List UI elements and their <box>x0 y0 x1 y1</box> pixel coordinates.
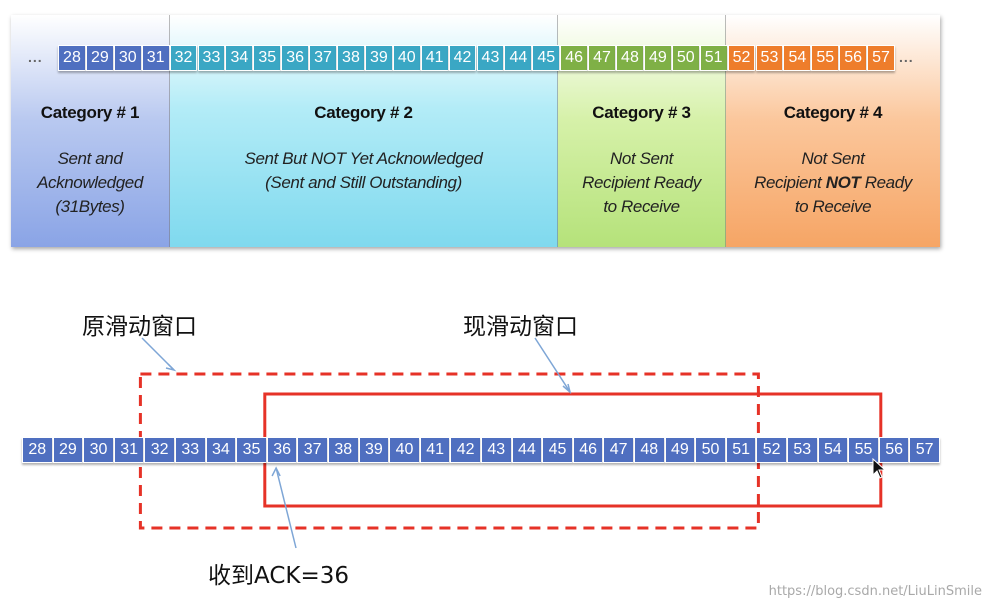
top-byte-cell: 34 <box>225 45 254 71</box>
top-byte-cell: 32 <box>169 45 198 71</box>
ack-label: 收到ACK=36 <box>208 563 350 589</box>
bottom-byte-cell: 46 <box>572 437 604 463</box>
category-3-desc-line: Not Sent <box>610 149 673 168</box>
bottom-byte-cell: 44 <box>511 437 543 463</box>
top-byte-cell: 31 <box>141 45 170 71</box>
ack-pointer <box>275 467 297 549</box>
top-byte-cell: 52 <box>727 45 756 71</box>
top-byte-cell: 43 <box>476 45 505 71</box>
category-4-desc-line: to Receive <box>794 197 872 216</box>
top-byte-cell: 46 <box>560 45 589 71</box>
bottom-byte-cell: 52 <box>756 437 787 463</box>
bottom-byte-cell: 35 <box>236 437 267 463</box>
bottom-byte-cell: 29 <box>52 437 84 463</box>
top-byte-cell: 44 <box>504 45 533 71</box>
bottom-byte-cell: 39 <box>358 437 390 463</box>
top-byte-cell: 33 <box>197 45 226 71</box>
category-1-desc-line: Acknowledged <box>37 173 143 192</box>
category-2-desc-line: Sent But NOT Yet Acknowledged <box>244 149 483 168</box>
bottom-byte-cell: 37 <box>297 437 328 463</box>
category-3-desc-line: Recipient Ready <box>582 173 701 192</box>
category-4-desc-pre: Recipient <box>754 173 826 192</box>
bottom-byte-cell: 33 <box>175 437 206 463</box>
top-byte-cell: 36 <box>281 45 310 71</box>
category-4-desc-line: Not Sent <box>801 149 865 168</box>
category-1-desc-line: Sent and <box>57 149 123 168</box>
top-byte-cell: 51 <box>699 45 728 71</box>
category-2-desc-line: (Sent and Still Outstanding) <box>265 173 462 192</box>
top-byte-cell: 39 <box>364 45 393 71</box>
watermark: https://blog.csdn.net/LiuLinSmile <box>768 584 982 599</box>
top-byte-cell: 28 <box>58 45 86 71</box>
current-window-pointer <box>534 337 571 393</box>
bottom-byte-cell: 45 <box>542 437 573 463</box>
mouse-pointer-icon <box>872 458 887 479</box>
original-window-pointer-head <box>165 363 177 372</box>
top-byte-cell: 29 <box>85 45 114 71</box>
category-1-desc-line: (31Bytes) <box>55 197 125 216</box>
bottom-byte-cell: 31 <box>113 437 145 463</box>
top-byte-cell: 53 <box>755 45 784 71</box>
category-2-title: Category # 2 <box>314 103 413 122</box>
bottom-byte-cell: 40 <box>389 437 420 463</box>
category-4-desc-post: Ready <box>860 173 913 192</box>
bottom-byte-cell: 47 <box>603 437 634 463</box>
bottom-byte-cell: 51 <box>725 437 757 463</box>
current-window-pointer-head <box>562 383 572 395</box>
category-4-title: Category # 4 <box>783 103 883 122</box>
ellipsis-left: ... <box>28 49 43 65</box>
category-4-desc-bold: NOT <box>825 173 861 192</box>
bottom-byte-cell: 55 <box>848 437 879 463</box>
bottom-byte-cell: 56 <box>878 437 910 463</box>
bottom-byte-cell: 28 <box>22 437 53 463</box>
top-byte-cell: 37 <box>309 45 337 71</box>
current-window-label: 现滑动窗口 <box>463 314 578 340</box>
top-byte-cell: 50 <box>671 45 700 71</box>
bottom-byte-cell: 36 <box>266 437 298 463</box>
top-byte-cell: 40 <box>392 45 421 71</box>
top-byte-cell: 41 <box>420 45 449 71</box>
top-byte-cell: 49 <box>643 45 672 71</box>
bottom-byte-cell: 43 <box>481 437 512 463</box>
original-window-label: 原滑动窗口 <box>82 314 197 340</box>
category-4-description: Not Sent Recipient NOT Ready to Receive <box>726 147 940 219</box>
top-byte-cell: 45 <box>532 45 561 71</box>
top-byte-cell: 42 <box>448 45 477 71</box>
bottom-byte-cell: 53 <box>787 437 818 463</box>
category-1-title: Category # 1 <box>40 103 140 122</box>
category-3-desc-line: to Receive <box>603 197 680 216</box>
category-3-title: Category # 3 <box>592 103 691 122</box>
ack-pointer-head <box>271 466 281 477</box>
top-byte-cell: 38 <box>337 45 365 71</box>
category-3-description: Not Sent Recipient Ready to Receive <box>558 147 725 219</box>
category-1-description: Sent and Acknowledged (31Bytes) <box>11 147 169 219</box>
top-byte-cell: 55 <box>811 45 840 71</box>
top-byte-cell: 47 <box>588 45 616 71</box>
bottom-byte-cell: 38 <box>328 437 359 463</box>
bottom-byte-cell: 48 <box>634 437 665 463</box>
top-byte-cell: 35 <box>253 45 282 71</box>
bottom-byte-cell: 49 <box>664 437 696 463</box>
bottom-byte-cell: 34 <box>205 437 237 463</box>
ellipsis-right: ... <box>899 49 914 65</box>
top-byte-cell: 30 <box>113 45 142 71</box>
bottom-byte-cell: 41 <box>419 437 451 463</box>
category-2-description: Sent But NOT Yet Acknowledged (Sent and … <box>170 147 557 195</box>
bottom-byte-cell: 50 <box>695 437 726 463</box>
bottom-byte-cell: 54 <box>817 437 849 463</box>
bottom-byte-cell: 30 <box>83 437 114 463</box>
bottom-byte-cell: 32 <box>144 437 175 463</box>
top-byte-cell: 54 <box>783 45 812 71</box>
top-byte-cell: 57 <box>867 45 895 71</box>
bottom-byte-cell: 42 <box>450 437 481 463</box>
category-4-desc-line: Recipient NOT Ready <box>726 171 940 195</box>
bottom-byte-cell: 57 <box>909 437 940 463</box>
top-byte-cell: 56 <box>839 45 868 71</box>
top-byte-cell: 48 <box>616 45 644 71</box>
